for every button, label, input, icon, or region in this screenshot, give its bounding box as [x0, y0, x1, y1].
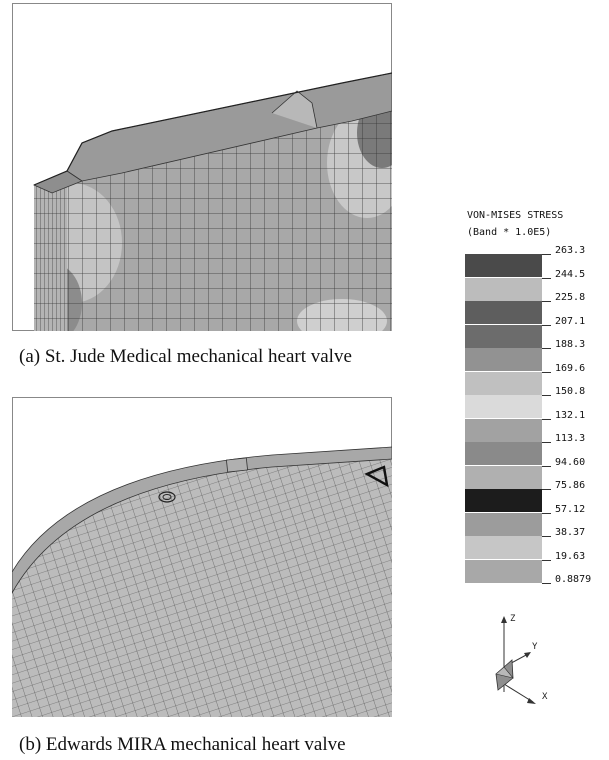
legend-value: 19.63: [555, 550, 586, 562]
legend-tick: [542, 559, 551, 561]
legend-tick: [542, 324, 551, 326]
legend-band: [465, 301, 542, 324]
stress-color-legend: 263.3 244.5 225.8 207.1 188.3 169.6 150.8 132.1…: [464, 245, 609, 608]
legend-value: 132.1: [555, 409, 586, 421]
legend-tick: [542, 371, 551, 373]
edwards-mira-mesh-render: [12, 397, 392, 717]
legend-value: 244.5: [555, 268, 586, 280]
panel-st-jude: [12, 3, 392, 331]
panel-edwards-mira: [12, 397, 392, 717]
legend-band: [465, 348, 542, 371]
caption-panel-b: (b) Edwards MIRA mechanical heart valve: [19, 734, 346, 755]
legend-tick: [542, 465, 551, 467]
legend-value: 38.37: [555, 527, 586, 538]
legend-value: 75.86: [555, 480, 586, 491]
legend-band: [465, 536, 542, 559]
legend-tick: [542, 301, 551, 302]
legend-band: [465, 277, 542, 301]
legend-tick: [542, 395, 551, 396]
axis-label-z: Z: [510, 614, 516, 624]
legend-title: VON-MISES STRESS: [467, 210, 564, 221]
legend-tick: [542, 583, 551, 584]
legend-value: 150.8: [555, 386, 586, 397]
axis-label-x: X: [542, 692, 548, 702]
legend-tick: [542, 536, 551, 537]
legend-band: [465, 254, 542, 277]
legend-value: 225.8: [555, 292, 586, 303]
axis-triad-graphic: [495, 616, 536, 704]
legend-band: [465, 489, 542, 512]
legend-value: 57.12: [555, 503, 586, 515]
legend-band: [465, 418, 542, 442]
legend-tick: [542, 348, 551, 349]
legend-band: [465, 395, 542, 418]
legend-tick: [542, 489, 551, 490]
st-jude-mesh-render: [12, 3, 392, 331]
legend-subtitle: (Band * 1.0E5): [467, 227, 552, 238]
legend-band: [465, 371, 542, 395]
legend-band: [465, 442, 542, 465]
axis-label-y: Y: [532, 642, 538, 652]
legend-value: 113.3: [555, 433, 586, 444]
legend-value: 207.1: [555, 315, 586, 327]
legend-tick: [542, 442, 551, 443]
legend-band: [465, 324, 542, 348]
caption-panel-a: (a) St. Jude Medical mechanical heart va…: [19, 346, 352, 367]
legend-tick: [542, 254, 551, 255]
legend-value: 169.6: [555, 362, 586, 374]
legend-band: [465, 465, 542, 489]
axis-triad: Z Y X: [466, 612, 556, 707]
legend-tick: [542, 512, 551, 514]
legend-value: 263.3: [555, 245, 586, 256]
legend-tick: [542, 277, 551, 279]
legend-band: [465, 559, 542, 583]
legend-tick: [542, 418, 551, 420]
legend-value: 0.8879: [555, 574, 592, 585]
legend-band: [465, 512, 542, 536]
legend-value: 188.3: [555, 339, 586, 350]
legend-value: 94.60: [555, 456, 586, 468]
